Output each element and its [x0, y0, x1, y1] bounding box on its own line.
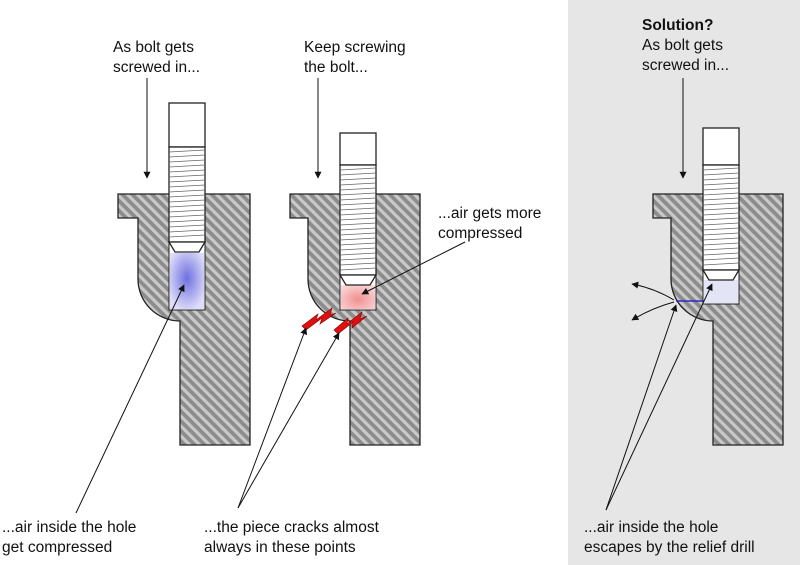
crack-icon: [301, 307, 337, 331]
panel-3-caption-bottom-line-2: escapes by the relief drill: [584, 539, 755, 556]
panel-3-caption-top-line-1: As bolt gets: [642, 37, 723, 54]
panel-3-bolt-tip: [701, 269, 741, 281]
panel-2-air-pointer: [361, 241, 466, 295]
panel-2: Keep screwing the bolt... ...air gets mo…: [204, 39, 541, 556]
panel-3-air-pointer: [605, 283, 713, 511]
panel-3-air-escape-arrow-down: [631, 301, 675, 321]
panel-3-air-escape-arrow-up: [631, 281, 675, 301]
panel-3: Solution? As bolt gets screwed in... ...…: [584, 17, 784, 556]
panel-1-caption-top-line-1: As bolt gets: [113, 39, 194, 56]
panel-3-air: [704, 280, 738, 303]
panel-1-caption-bottom-line-2: get compressed: [2, 539, 112, 556]
panel-1-bolt-shank: [168, 102, 206, 148]
panel-1-thread-lines: [168, 149, 206, 238]
panel-1-compressed-air: [170, 253, 204, 309]
panel-1-bolt: [167, 102, 207, 253]
panel-2-caption-top-line-2: the bolt...: [304, 59, 368, 76]
panel-2-caption-top-line-1: Keep screwing: [304, 39, 406, 56]
panel-2-crack-pointer-1: [237, 327, 308, 509]
panel-3-caption-bottom-line-1: ...air inside the hole: [584, 519, 718, 536]
panel-2-crack-pointer-2: [237, 332, 340, 509]
crack-icon: [333, 311, 368, 335]
panel-3-bolt-shank: [702, 127, 740, 166]
panel-2-bolt-tip: [338, 274, 378, 286]
panel-2-compressed-air: [341, 285, 375, 309]
panel-1: As bolt gets screwed in... ...air inside…: [2, 39, 251, 556]
panel-3-bolt-thread: [702, 164, 740, 271]
panel-2-thread-lines: [339, 167, 377, 271]
panel-3-bolt: [701, 127, 741, 281]
panel-2-bolt-shank: [339, 132, 377, 166]
panel-3-piece: [652, 193, 784, 446]
panel-3-drill-pointer: [605, 304, 678, 511]
panel-3-caption-top-line-2: screwed in...: [642, 57, 729, 74]
panel-1-air-pointer: [75, 284, 185, 514]
panel-3-heading: Solution?: [642, 17, 713, 34]
panel-3-thread-lines: [702, 167, 740, 266]
panel-2-caption-bottom-line-1: ...the piece cracks almost: [204, 519, 380, 536]
panel-2-caption-bottom-line-2: always in these points: [204, 539, 356, 556]
panel-1-caption-top-line-2: screwed in...: [113, 59, 200, 76]
panel-1-caption-bottom-line-1: ...air inside the hole: [2, 519, 136, 536]
panel-1-bolt-tip: [167, 241, 207, 253]
panel-2-bolt: [338, 132, 378, 286]
panel-1-piece: [117, 193, 251, 446]
panel-2-caption-side-line-1: ...air gets more: [438, 205, 541, 222]
panel-2-caption-side-line-2: compressed: [438, 225, 522, 242]
